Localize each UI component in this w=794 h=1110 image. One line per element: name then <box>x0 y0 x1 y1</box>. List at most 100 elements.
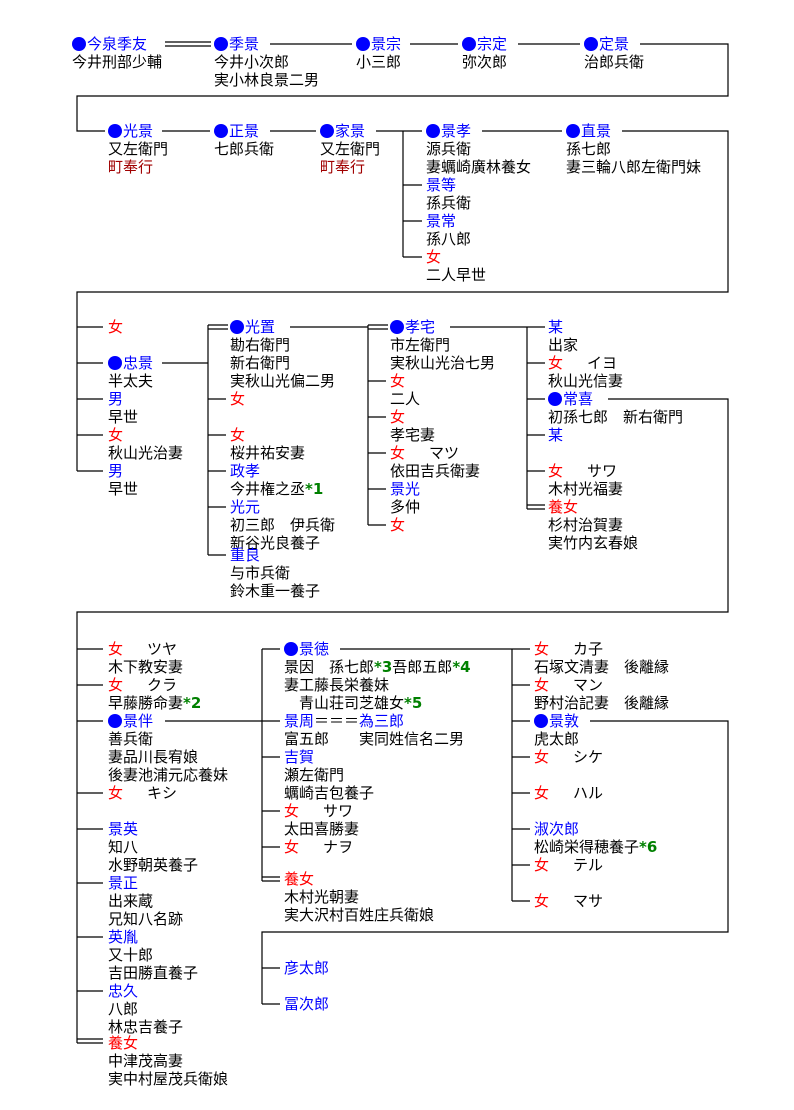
person-name[interactable]: 男 <box>108 462 124 480</box>
person-tadakage[interactable]: 忠景半太夫 <box>108 354 153 390</box>
person-kagemune[interactable]: 景宗小三郎 <box>356 35 401 71</box>
person-youjo-g[interactable]: 養女中津茂高妻実中村屋茂兵衛娘 <box>108 1034 228 1088</box>
person-name[interactable]: 養女 <box>108 1034 139 1052</box>
person-name-2[interactable]: 為三郎 <box>359 712 405 730</box>
person-tomijiro[interactable]: 冨次郎 <box>284 995 329 1013</box>
person-name[interactable]: 女 <box>390 516 406 534</box>
person-name[interactable]: 正景 <box>229 122 260 140</box>
person-name[interactable]: 直景 <box>581 122 612 140</box>
person-onna-f1[interactable]: 女イヨ秋山光信妻 <box>548 354 623 390</box>
person-onna-d2[interactable]: 女桜井祐安妻 <box>230 426 305 462</box>
person-name[interactable]: 女 <box>390 408 406 426</box>
person-name[interactable]: 冨次郎 <box>284 995 330 1013</box>
person-onna-f2[interactable]: 女サワ木村光福妻 <box>548 462 623 498</box>
person-hikotaro[interactable]: 彦太郎 <box>284 959 329 977</box>
person-name[interactable]: 忠景 <box>123 354 154 372</box>
person-onna-i3[interactable]: 女シケ <box>534 748 603 766</box>
person-kagera[interactable]: 景等孫兵衛 <box>426 176 471 212</box>
person-tsuneyoshi[interactable]: 常喜初孫七郎 新右衛門 <box>548 390 683 426</box>
person-onna-i1[interactable]: 女カ子石塚文清妻 後離縁 <box>534 640 669 676</box>
person-suekage[interactable]: 季景今井小次郎実小林良景二男 <box>214 35 319 89</box>
person-onna-g1[interactable]: 女ツヤ木下教安妻 <box>108 640 183 676</box>
person-masataka[interactable]: 政孝今井権之丞*1 <box>230 462 323 498</box>
person-yoshijiro[interactable]: 淑次郎松崎栄得穂養子*6 <box>534 820 657 856</box>
person-name[interactable]: 女 <box>548 462 564 480</box>
person-name[interactable]: 女 <box>548 354 564 372</box>
person-kagetsune[interactable]: 景常孫八郎 <box>426 212 471 248</box>
person-name[interactable]: 光置 <box>245 318 276 336</box>
person-name[interactable]: 定景 <box>599 35 630 53</box>
person-takaie[interactable]: 孝宅市左衛門実秋山光治七男 <box>390 318 495 372</box>
person-name[interactable]: 女 <box>390 444 406 462</box>
person-name[interactable]: 某 <box>548 426 564 444</box>
person-onna-h2[interactable]: 女ナヲ <box>284 838 353 856</box>
person-name[interactable]: 景敦 <box>549 712 580 730</box>
person-name[interactable]: 女 <box>230 426 246 444</box>
person-name[interactable]: 女 <box>426 248 442 266</box>
person-name[interactable]: 女 <box>230 390 246 408</box>
person-name[interactable]: 女 <box>108 426 124 444</box>
person-name[interactable]: 景英 <box>108 820 139 838</box>
person-name[interactable]: 女 <box>284 838 300 856</box>
person-onna-b1[interactable]: 女二人早世 <box>426 248 486 284</box>
person-kagetaka[interactable]: 景孝源兵衛妻蠣崎廣林養女 <box>426 122 531 176</box>
person-name[interactable]: 養女 <box>284 870 315 888</box>
person-name[interactable]: 景等 <box>426 176 457 194</box>
person-name[interactable]: 女 <box>108 640 124 658</box>
person-tadahisa[interactable]: 忠久八郎林忠吉養子 <box>108 982 183 1036</box>
person-onna-g3[interactable]: 女キシ <box>108 784 177 802</box>
person-onna-i2[interactable]: 女マン野村治記妻 後離縁 <box>534 676 669 712</box>
person-name[interactable]: 女 <box>534 892 550 910</box>
person-sadakage[interactable]: 定景治郎兵衛 <box>584 35 644 71</box>
person-onna-d1[interactable]: 女 <box>230 390 245 408</box>
person-name[interactable]: 女 <box>284 802 300 820</box>
person-name[interactable]: 重良 <box>230 546 261 564</box>
person-youjo-f[interactable]: 養女杉村治賀妻実竹内玄春娘 <box>548 498 638 552</box>
person-name[interactable]: 景常 <box>426 212 457 230</box>
person-name[interactable]: 女 <box>534 856 550 874</box>
person-imaizumi-suetomo[interactable]: 今泉季友今井刑部少輔 <box>72 35 162 71</box>
person-name[interactable]: 女 <box>108 318 124 336</box>
person-kageatsu[interactable]: 景敦虎太郎 <box>534 712 579 748</box>
person-name[interactable]: 今泉季友 <box>87 35 148 53</box>
person-name[interactable]: 女 <box>390 372 406 390</box>
person-name[interactable]: 男 <box>108 390 124 408</box>
person-onna-i6[interactable]: 女マサ <box>534 892 603 910</box>
person-name[interactable]: 景孝 <box>441 122 472 140</box>
person-name[interactable]: 某 <box>548 318 564 336</box>
person-name[interactable]: 光景 <box>123 122 154 140</box>
person-otoko-c2[interactable]: 男早世 <box>108 462 138 498</box>
person-onna-h1[interactable]: 女サワ太田喜勝妻 <box>284 802 359 838</box>
person-onna-c1[interactable]: 女 <box>108 318 123 336</box>
person-name[interactable]: 景伴 <box>123 712 154 730</box>
person-kagechika[interactable]: 景周＝＝＝為三郎富五郎 実同姓信名二男 <box>284 712 464 748</box>
person-name[interactable]: 彦太郎 <box>284 959 330 977</box>
person-onna-e3[interactable]: 女マツ依田吉兵衛妻 <box>390 444 480 480</box>
person-kagemasa[interactable]: 景正出来蔵兄知八名跡 <box>108 874 183 928</box>
person-mitsuoki[interactable]: 光置勘右衛門新右衛門実秋山光偏二男 <box>230 318 335 390</box>
person-shigeyoshi[interactable]: 重良与市兵衛鈴木重一養子 <box>230 546 320 600</box>
person-youjo-h[interactable]: 養女木村光朝妻実大沢村百姓庄兵衛娘 <box>284 870 434 924</box>
person-name[interactable]: 女 <box>534 676 550 694</box>
person-name[interactable]: 季景 <box>229 35 260 53</box>
person-name[interactable]: 吉賀 <box>284 748 315 766</box>
person-name[interactable]: 景周 <box>284 712 315 730</box>
person-name[interactable]: 女 <box>534 748 550 766</box>
person-name[interactable]: 孝宅 <box>405 318 436 336</box>
person-name[interactable]: 養女 <box>548 498 579 516</box>
person-kagemitsu[interactable]: 景光多仲 <box>390 480 420 516</box>
person-name[interactable]: 女 <box>534 640 550 658</box>
person-name[interactable]: 淑次郎 <box>534 820 580 838</box>
person-iekage[interactable]: 家景又左衛門町奉行 <box>320 122 380 176</box>
person-name[interactable]: 景光 <box>390 480 421 498</box>
person-otoko-c1[interactable]: 男早世 <box>108 390 138 426</box>
person-name[interactable]: 政孝 <box>230 462 261 480</box>
person-onna-i5[interactable]: 女テル <box>534 856 603 874</box>
person-onna-e1[interactable]: 女二人 <box>390 372 420 408</box>
person-name[interactable]: 英胤 <box>108 928 139 946</box>
person-yoshiyoshi[interactable]: 吉賀瀬左衛門蠣崎吉包養子 <box>284 748 374 802</box>
person-name[interactable]: 忠久 <box>108 982 139 1000</box>
person-name[interactable]: 常喜 <box>563 390 594 408</box>
person-name[interactable]: 家景 <box>335 122 366 140</box>
person-name[interactable]: 女 <box>108 784 124 802</box>
